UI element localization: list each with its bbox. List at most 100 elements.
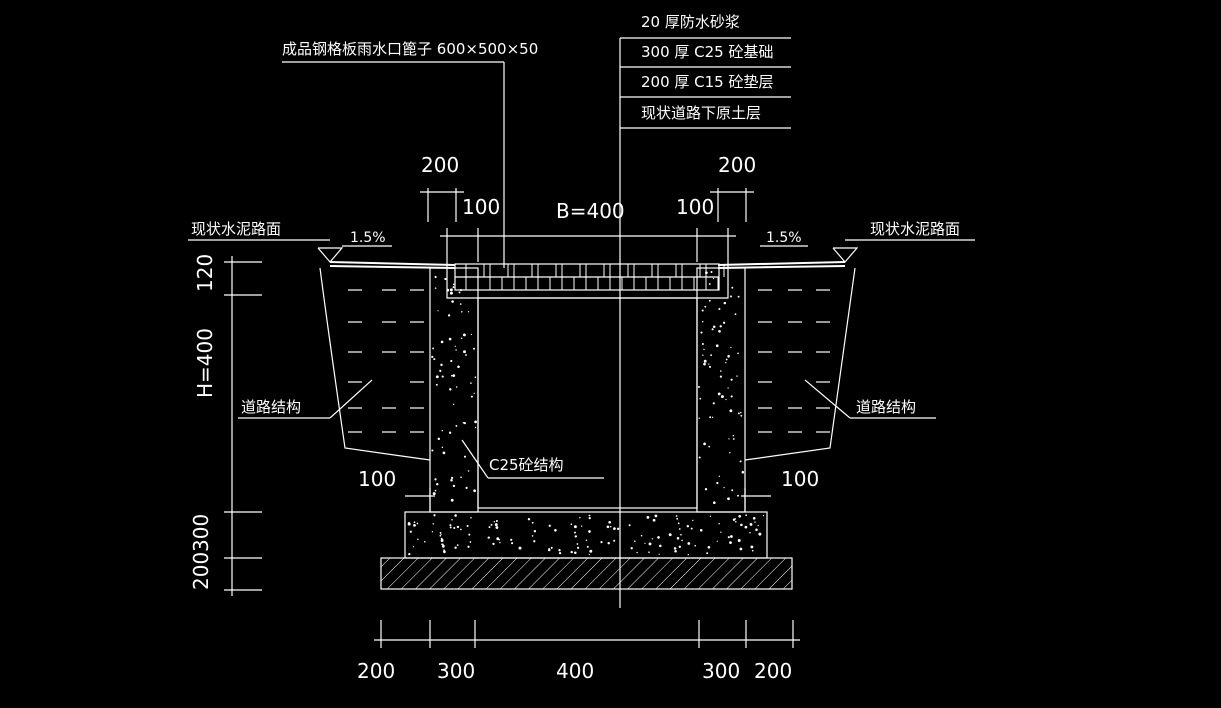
concrete-walls: C25砼结构 [429, 267, 746, 513]
aggregate-dot [453, 526, 456, 530]
aggregate-dot [576, 546, 580, 549]
aggregate-dot [449, 288, 453, 292]
aggregate-dot [469, 541, 472, 543]
aggregate-dot [740, 411, 742, 414]
aggregate-dot [487, 536, 490, 539]
aggregate-dot [613, 539, 616, 542]
dim-mid-right-100: 100 [781, 467, 819, 491]
aggregate-dot [455, 424, 458, 427]
aggregate-dot [412, 546, 415, 548]
aggregate-dot [718, 330, 721, 333]
aggregate-dot [456, 525, 460, 529]
aggregate-dot [712, 402, 715, 405]
aggregate-dot [467, 311, 470, 313]
aggregate-dot [710, 270, 713, 274]
aggregate-dot [470, 333, 473, 336]
aggregate-dot [762, 514, 765, 517]
dim-bottom-4: 300 [702, 659, 740, 683]
layer-label-3: 200 厚 C15 砼垫层 [641, 73, 774, 91]
aggregate-dot [648, 542, 652, 546]
aggregate-dot [730, 378, 733, 381]
road-structure-label-right: 道路结构 [856, 398, 916, 416]
aggregate-dot [462, 333, 466, 337]
aggregate-dot [600, 541, 603, 544]
aggregate-dot [548, 524, 551, 527]
aggregate-dot [732, 518, 736, 521]
aggregate-dot [739, 547, 743, 551]
dim-left-h: H=400 [193, 328, 217, 398]
aggregate-dot [703, 359, 707, 363]
aggregate-dot [473, 392, 475, 395]
aggregate-dot [440, 363, 443, 367]
foundation [380, 511, 793, 590]
aggregate-dot [607, 541, 610, 545]
dim-left-120: 120 [193, 254, 217, 292]
aggregate-dot [465, 354, 467, 356]
aggregate-dot [576, 543, 579, 545]
aggregate-dot [443, 550, 446, 554]
aggregate-dot [732, 438, 735, 440]
aggregate-dot [616, 527, 620, 530]
elevation-marker-right [832, 247, 859, 263]
aggregate-dot [668, 533, 672, 537]
aggregate-dot [680, 533, 682, 536]
aggregate-dot [606, 525, 610, 529]
aggregate-dot [449, 388, 452, 391]
aggregate-dot [452, 286, 455, 289]
layer-label-1: 20 厚防水砂浆 [641, 13, 740, 31]
aggregate-dot [449, 524, 452, 527]
aggregate-dot [558, 549, 561, 552]
aggregate-dot [677, 522, 680, 525]
aggregate-dot [704, 305, 707, 308]
layer-leader-table: 20 厚防水砂浆 300 厚 C25 砼基础 200 厚 C15 砼垫层 现状道… [619, 13, 791, 608]
aggregate-dot [441, 446, 444, 449]
bottom-dimensions: 200 300 400 300 200 [357, 620, 800, 683]
aggregate-dot [444, 277, 447, 281]
aggregate-dot [436, 483, 439, 486]
aggregate-dot [443, 549, 445, 551]
aggregate-dot [648, 551, 650, 553]
aggregate-dot [460, 476, 462, 479]
aggregate-dot [547, 548, 551, 552]
aggregate-dot [579, 516, 581, 519]
aggregate-dot [450, 374, 453, 377]
aggregate-dot [729, 452, 731, 454]
aggregate-dot [437, 310, 439, 312]
aggregate-dot [730, 346, 732, 349]
aggregate-dot [586, 545, 589, 548]
aggregate-dot [613, 527, 616, 530]
aggregate-dot [448, 431, 452, 434]
aggregate-dot [740, 414, 743, 417]
aggregate-dot [702, 320, 704, 323]
aggregate-dot [466, 524, 469, 528]
aggregate-dot [570, 523, 573, 525]
aggregate-dot [435, 383, 438, 386]
aggregate-dot [704, 488, 708, 491]
aggregate-dot [407, 522, 411, 526]
aggregate-dot [442, 543, 444, 546]
aggregate-dot [496, 537, 500, 541]
aggregate-dot [440, 534, 442, 536]
dim-top-right-200: 200 [718, 153, 756, 177]
aggregate-dot [435, 375, 439, 379]
aggregate-dot [494, 523, 498, 527]
aggregate-dot [690, 527, 693, 530]
aggregate-dot [727, 355, 730, 358]
concrete-structure-label: C25砼结构 [489, 456, 564, 474]
road-structure-label-left: 道路结构 [241, 398, 301, 416]
aggregate-dot [434, 478, 437, 481]
aggregate-dot [434, 287, 437, 289]
aggregate-dot [702, 354, 704, 356]
aggregate-dot [712, 501, 716, 505]
aggregate-dot [737, 539, 741, 542]
aggregate-dot [473, 347, 475, 350]
aggregate-dot [698, 456, 701, 459]
aggregate-dot [488, 526, 491, 529]
aggregate-dot [715, 344, 719, 348]
aggregate-dot [510, 538, 513, 541]
aggregate-dot [707, 545, 711, 549]
aggregate-dot [657, 536, 660, 539]
aggregate-dot [454, 514, 457, 517]
aggregate-dot [750, 545, 754, 549]
